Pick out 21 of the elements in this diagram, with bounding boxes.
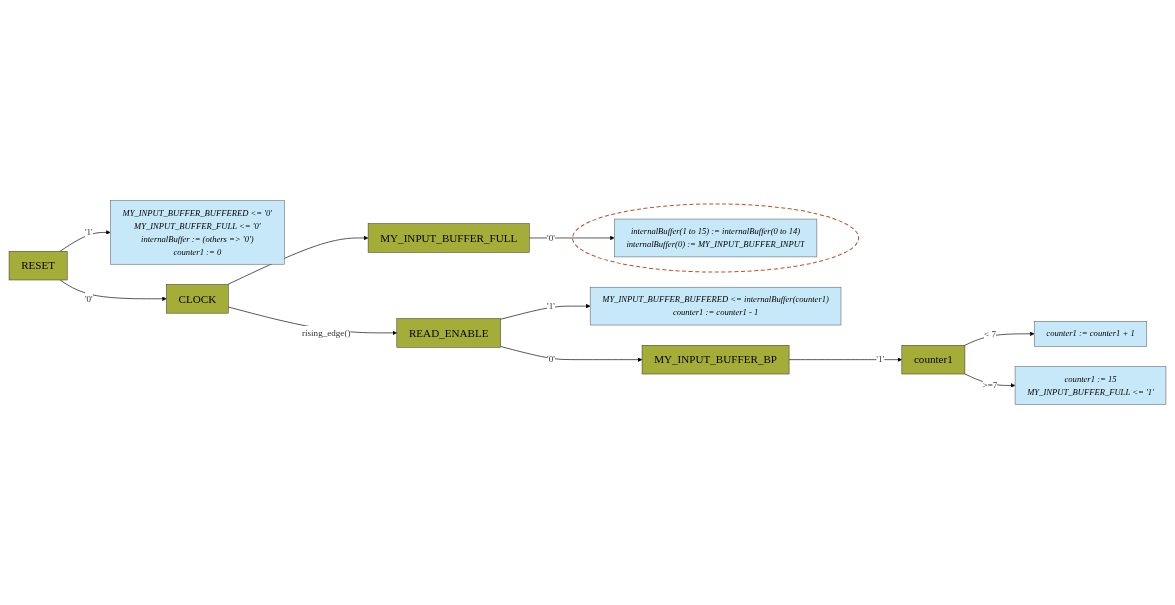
node-box: internalBuffer(1 to 15) := internalBuffer(0 to 14) internalBuffer(0) := MY_INPUT_BUFFER_INPUT [614,218,818,258]
node-box: MY_INPUT_BUFFER_BP [641,345,790,375]
node-box: CLOCK [166,284,229,314]
edge-label: rising_edge() [301,327,351,338]
node-box: READ_ENABLE [396,318,501,348]
edge-label: < 7 [984,328,996,339]
cluster [572,203,860,273]
node-box: counter1 := counter1 + 1 [1033,321,1148,347]
node-box: counter1 := 15 MY_INPUT_BUFFER_FULL <= '1' [1014,366,1167,405]
node-box: counter1 [901,345,966,375]
edge-label: '0' [547,354,555,365]
node-box: RESET [8,251,68,281]
edge-label: '1' [84,227,93,238]
node-box: MY_INPUT_BUFFER_FULL [367,223,530,253]
edge-label: '1' [876,354,885,365]
edge-label: >=7 [982,380,998,391]
node-box: MY_INPUT_BUFFER_BUFFERED <= internalBuffer(counter1) counter1 := counter1 - 1 [589,286,842,326]
edge-label: '1' [547,300,555,311]
edge-label: '0' [84,293,93,304]
edge-label: '0' [547,232,555,243]
node-box: MY_INPUT_BUFFER_BUFFERED <= '0' MY_INPUT_BUFFER_FULL <= '0' internalBuffer := (others => '0') counter1 := 0 [110,200,285,265]
